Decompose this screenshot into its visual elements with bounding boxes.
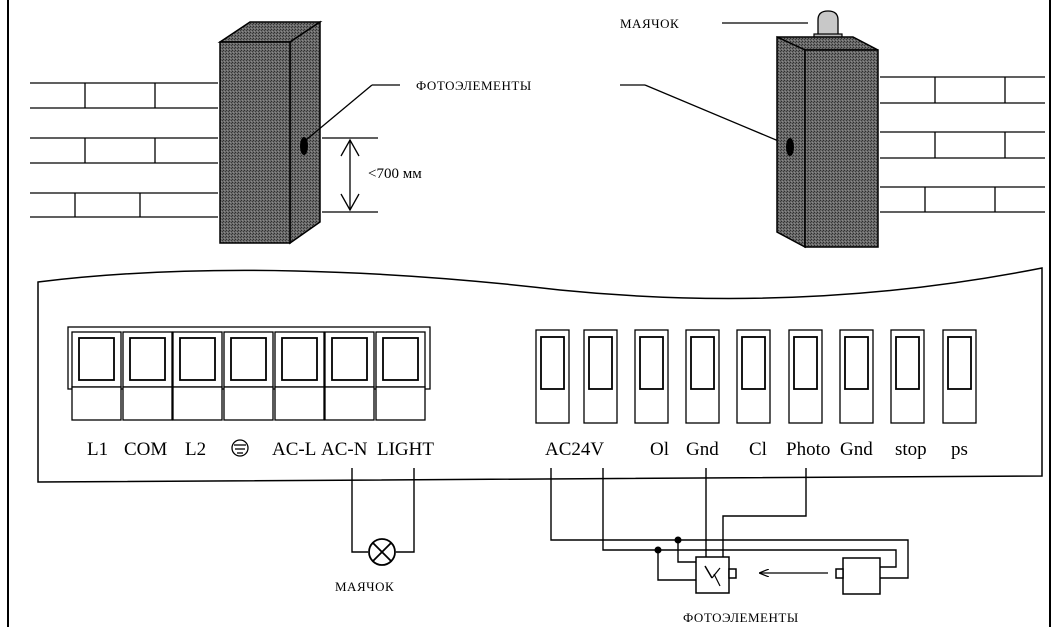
terminal-screw-left-3 (179, 337, 216, 381)
terminal-base-left-7 (375, 386, 426, 421)
terminal-slot-left-3 (172, 331, 223, 388)
terminal-screw-left-5 (281, 337, 318, 381)
beacon-top-label: МАЯЧОК (620, 16, 679, 31)
terminal-screw-right-2 (588, 336, 613, 390)
height-limit-label: <700 мм (368, 166, 422, 182)
terminal-screw-left-2 (129, 337, 166, 381)
beacon-top-icon (813, 10, 843, 41)
lamp-wiring (351, 468, 415, 553)
terminal-screw-left-4 (230, 337, 267, 381)
terminal-block-right (535, 329, 977, 424)
photocells-bottom-label: ФОТОЭЛЕМЕНТЫ (683, 610, 799, 625)
terminal-screw-right-4 (690, 336, 715, 390)
terminal-screw-right-5 (741, 336, 766, 390)
terminal-label-com: COM (124, 439, 167, 460)
terminal-label-ac-n: AC-N (321, 439, 368, 460)
left-brick-wall (30, 82, 218, 218)
terminal-label-ol: Ol (650, 439, 669, 460)
height-dimension (322, 137, 378, 213)
terminal-screw-right-6 (793, 336, 818, 390)
terminal-slot-left-1 (71, 331, 122, 388)
photocell-transmitter (835, 557, 881, 595)
terminal-screw-right-8 (895, 336, 920, 390)
beacon-bottom-label: МАЯЧОК (335, 579, 394, 594)
terminal-screw-right-7 (844, 336, 869, 390)
right-photocell (786, 138, 794, 156)
terminal-label-gnd-2: Gnd (840, 439, 873, 460)
terminal-block-left (67, 326, 431, 421)
terminal-screw-left-7 (382, 337, 419, 381)
terminal-label-stop: stop (895, 439, 927, 460)
terminal-base-left-4 (223, 386, 274, 421)
terminal-base-left-1 (71, 386, 122, 421)
photocell-callout-lines (305, 84, 789, 146)
junction-dot-2 (654, 546, 662, 554)
terminal-base-left-6 (324, 386, 375, 421)
terminal-base-left-5 (274, 386, 325, 421)
terminal-screw-left-6 (331, 337, 368, 381)
terminal-label-photo: Photo (786, 439, 830, 460)
junction-dot-1 (674, 536, 682, 544)
terminal-screw-left-1 (78, 337, 115, 381)
terminal-label-ac-l: AC-L (272, 439, 316, 460)
terminal-slot-left-2 (122, 331, 173, 388)
terminal-slot-left-7 (375, 331, 426, 388)
relay-switch-icon (695, 556, 737, 594)
photocells-top-label: ФОТОЭЛЕМЕНТЫ (416, 78, 532, 93)
terminal-slot-left-5 (274, 331, 325, 388)
terminal-label-ps: ps (951, 439, 968, 460)
terminal-label-gnd-1: Gnd (686, 439, 719, 460)
right-pillar (776, 35, 879, 249)
terminal-base-left-2 (122, 386, 173, 421)
terminal-label-l1: L1 (87, 439, 108, 460)
terminal-screw-right-1 (540, 336, 565, 390)
terminal-label-ac24v: AC24V (545, 439, 604, 460)
terminal-base-left-3 (172, 386, 223, 421)
left-pillar (217, 20, 323, 245)
right-brick-wall (880, 76, 1045, 213)
terminal-label-light: LIGHT (377, 439, 434, 460)
terminal-screw-right-3 (639, 336, 664, 390)
terminal-label-l2: L2 (185, 439, 206, 460)
left-photocell (300, 137, 308, 155)
earth-ground-icon (231, 439, 249, 457)
terminal-slot-left-6 (324, 331, 375, 388)
terminal-label-cl: Cl (749, 439, 767, 460)
lamp-cross-icon (368, 538, 396, 566)
terminal-screw-right-9 (947, 336, 972, 390)
